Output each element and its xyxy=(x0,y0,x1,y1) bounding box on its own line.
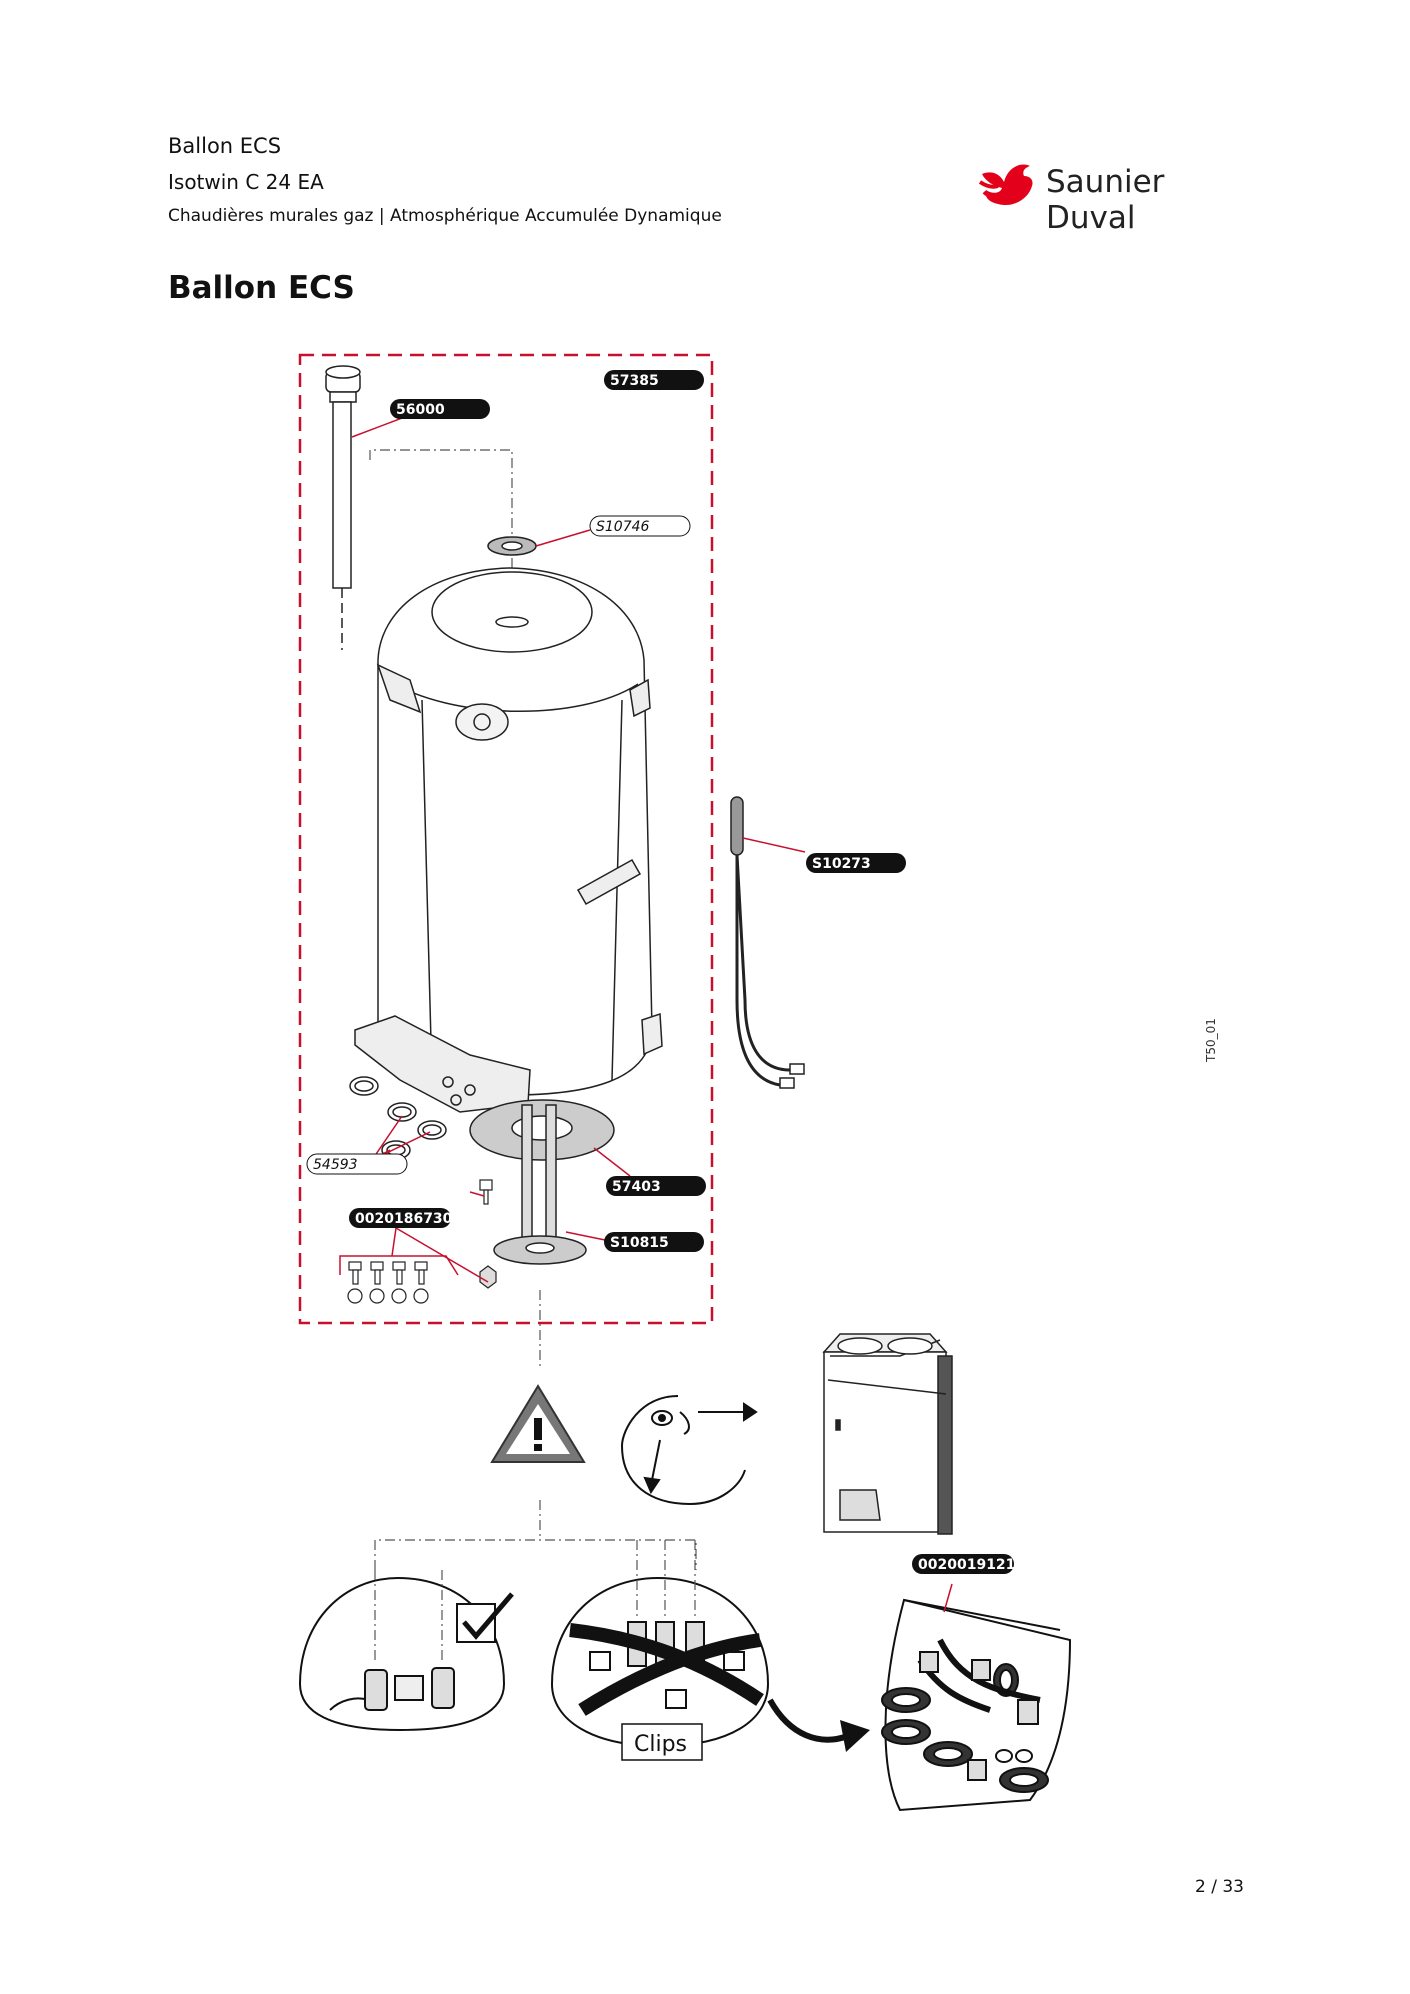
header-title: Ballon ECS xyxy=(168,134,282,158)
water-tank xyxy=(354,567,663,1113)
anode-rod xyxy=(325,365,361,650)
part-label-S10815: S10815 xyxy=(604,1232,704,1252)
gasket xyxy=(487,536,537,556)
heating-flange xyxy=(493,1104,587,1265)
part-number-S10746: S10746 xyxy=(596,519,650,535)
clips-label: Clips xyxy=(634,1732,687,1757)
screws-nuts xyxy=(347,1179,497,1304)
part-number-57403: 57403 xyxy=(612,1179,661,1195)
part-number-56000: 56000 xyxy=(396,402,445,418)
part-number-57385: 57385 xyxy=(610,373,659,389)
header-category: Chaudières murales gaz | Atmosphérique A… xyxy=(168,206,722,226)
part-label-0020186730: 0020186730 xyxy=(349,1208,453,1228)
kit-boundary xyxy=(298,353,714,1325)
part-label-57385: 57385 xyxy=(604,370,704,390)
temperature-sensor xyxy=(730,796,805,1089)
section-title: Ballon ECS xyxy=(168,270,355,306)
part-number-0020019121: 0020019121 xyxy=(918,1557,1015,1573)
part-number-S10815: S10815 xyxy=(610,1235,669,1251)
curved-arrow-icon xyxy=(767,1698,870,1752)
part-number-0020186730: 0020186730 xyxy=(355,1211,453,1227)
flange-gasket xyxy=(469,1099,615,1161)
part-number-S10273: S10273 xyxy=(812,856,871,872)
detail-clips xyxy=(550,1576,770,1761)
part-label-54593: 54593 xyxy=(306,1153,408,1175)
part-label-0020019121: 0020019121 xyxy=(912,1554,1015,1574)
detail-correct xyxy=(298,1576,514,1732)
part-label-57403: 57403 xyxy=(606,1176,706,1196)
brand-logo: Saunier Duval xyxy=(978,156,1258,236)
warning-icon xyxy=(490,1384,586,1463)
boiler-unit xyxy=(822,1333,953,1535)
part-label-S10273: S10273 xyxy=(806,853,906,873)
header-model: Isotwin C 24 EA xyxy=(168,170,324,194)
bird-logo-icon xyxy=(978,164,1033,206)
look-inspect-icon xyxy=(620,1395,758,1506)
detail-seal-kit xyxy=(881,1598,1072,1812)
part-number-54593: 54593 xyxy=(313,1157,358,1173)
part-label-56000: 56000 xyxy=(390,399,490,419)
page-number: 2 / 33 xyxy=(1195,1877,1244,1897)
brand-name: Saunier Duval xyxy=(1046,164,1165,236)
drawing-reference: T50_01 xyxy=(1204,1018,1218,1062)
part-label-S10746: S10746 xyxy=(589,515,691,537)
